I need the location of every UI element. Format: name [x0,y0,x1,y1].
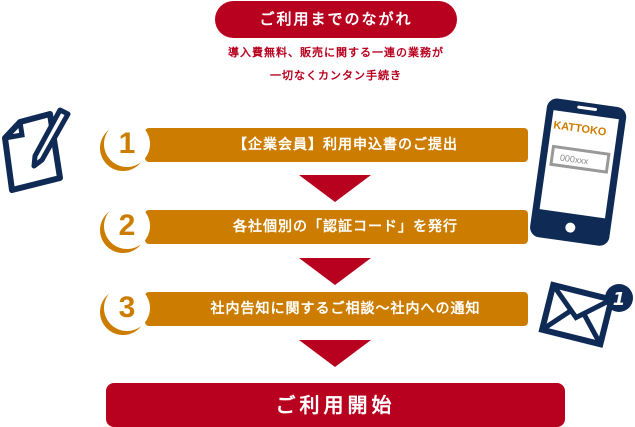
start-using-banner: ご利用開始 [106,383,565,427]
subtitle-line-2: 一切なくカンタン手続き [270,69,402,82]
mail-icon: 1 [538,281,633,348]
down-arrow-2 [299,258,371,285]
down-arrow-3 [299,340,371,367]
smartphone-icon: KATTOKO 000xxx [530,98,627,246]
step-1-bar: 【企業会員】利用申込書のご提出 [145,128,528,162]
step-3-bar: 社内告知に関するご相談～社内への通知 [145,292,528,326]
document-pencil-icon [2,107,71,193]
mail-badge: 1 [613,289,626,310]
down-arrow-1 [299,175,371,202]
flow-title: ご利用までのながれ [215,1,457,38]
subtitle-line-1: 導入費無料、販売に関する一連の業務が [228,46,444,59]
step-2-label: 各社個別の「認証コード」を発行 [233,219,458,235]
step-2-bar: 各社個別の「認証コード」を発行 [145,210,528,244]
phone-code: 000xxx [559,153,589,167]
step-3-number: 3 [104,285,150,331]
step-3-label: 社内告知に関するご相談～社内への通知 [210,301,481,317]
step-2-number: 2 [104,203,150,249]
step-1-number: 1 [104,121,150,167]
step-1-label: 【企業会員】利用申込書のご提出 [233,137,458,153]
